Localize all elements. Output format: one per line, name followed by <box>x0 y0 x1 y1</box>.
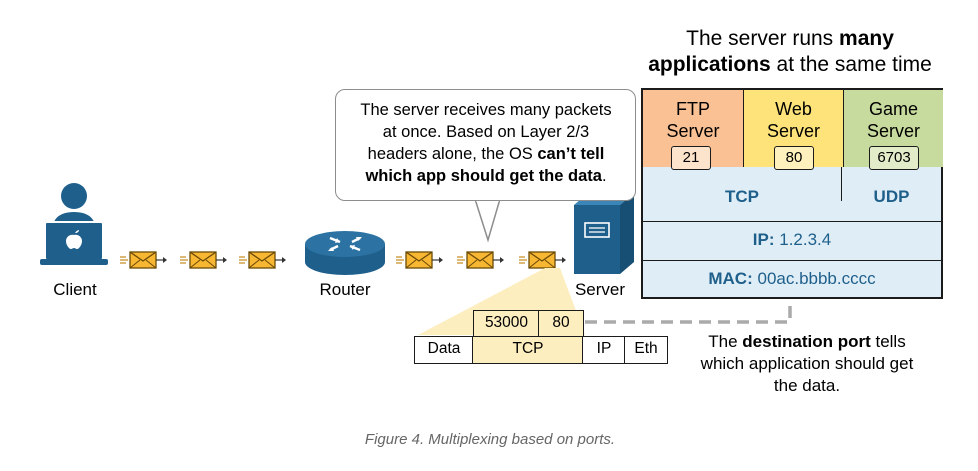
headline-text-end: at the same time <box>770 53 932 76</box>
callout-bubble <box>335 89 636 201</box>
tcp-field: TCP <box>472 336 584 364</box>
udp-label: UDP <box>873 187 910 206</box>
ip-label: IP: <box>752 230 775 249</box>
note-text: tells <box>870 332 906 351</box>
mac-label: MAC: <box>708 269 753 288</box>
app-name: Web <box>775 99 812 119</box>
ip-field: IP <box>582 336 626 364</box>
client-label: Client <box>53 280 97 299</box>
router-label: Router <box>319 280 371 299</box>
callout-tail <box>473 198 502 243</box>
destination-port-note: The destination port tells which applica… <box>672 331 942 397</box>
app-name: Game <box>868 99 919 119</box>
port-badge-ftp: 21 <box>671 146 711 170</box>
port-badge-game: 6703 <box>869 146 919 170</box>
callout-line: at once. Based on Layer 2/3 <box>382 123 590 141</box>
tcp-label: TCP <box>643 167 842 206</box>
ip-value: 1.2.3.4 <box>779 230 832 249</box>
callout-text: The server receives many packets at once… <box>340 99 632 187</box>
app-name: Server <box>766 121 820 141</box>
envelope-packet-icon <box>395 251 444 269</box>
envelope-packet-icon <box>238 251 287 269</box>
note-text: The <box>708 332 743 351</box>
server-icon <box>574 193 634 274</box>
data-field: Data <box>414 336 474 364</box>
app-name: Server <box>666 121 720 141</box>
headline-bold-many: many <box>839 27 894 50</box>
src-port-cell: 53000 <box>473 310 540 337</box>
note-bold: destination port <box>742 332 871 351</box>
figure-caption: Figure 4. Multiplexing based on ports. <box>364 431 616 448</box>
app-name: Server <box>866 121 920 141</box>
callout-bold: can’t tell <box>537 145 605 163</box>
eth-field: Eth <box>624 336 668 364</box>
packets-client-router <box>119 251 287 269</box>
app-ftp-server: FTP Server <box>643 90 744 167</box>
note-text: the data. <box>773 376 841 395</box>
app-name: FTP <box>676 99 710 119</box>
mac-value: 00ac.bbbb.cccc <box>757 269 876 288</box>
envelope-packet-icon <box>179 251 228 269</box>
client-laptop-user-icon <box>40 183 108 265</box>
envelope-packet-icon <box>119 251 168 269</box>
server-label: Server <box>574 280 626 299</box>
callout-line: . <box>601 167 607 185</box>
stack-headline: The server runs many applications at the… <box>640 26 940 78</box>
server-protocol-stack: FTP Server Web Server Game Server 21 80 … <box>641 88 943 299</box>
headline-text: The server runs <box>686 27 840 50</box>
ip-layer: IP: 1.2.3.4 <box>643 221 941 260</box>
callout-bold: which app should get the data <box>365 167 602 185</box>
callout-line: The server receives many packets <box>360 101 612 119</box>
mac-layer: MAC: 00ac.bbbb.cccc <box>643 260 941 297</box>
envelope-packet-icon <box>456 251 505 269</box>
envelope-packet-icon <box>518 251 567 269</box>
router-icon <box>305 231 385 275</box>
port-badge-web: 80 <box>774 146 814 170</box>
packets-router-server <box>395 251 567 269</box>
callout-line: headers alone, the OS <box>367 145 538 163</box>
headline-bold-applications: applications <box>648 53 771 76</box>
transport-layer: TCP UDP <box>643 167 941 221</box>
dst-port-cell: 80 <box>538 310 584 337</box>
note-text: which application should get <box>700 354 914 373</box>
